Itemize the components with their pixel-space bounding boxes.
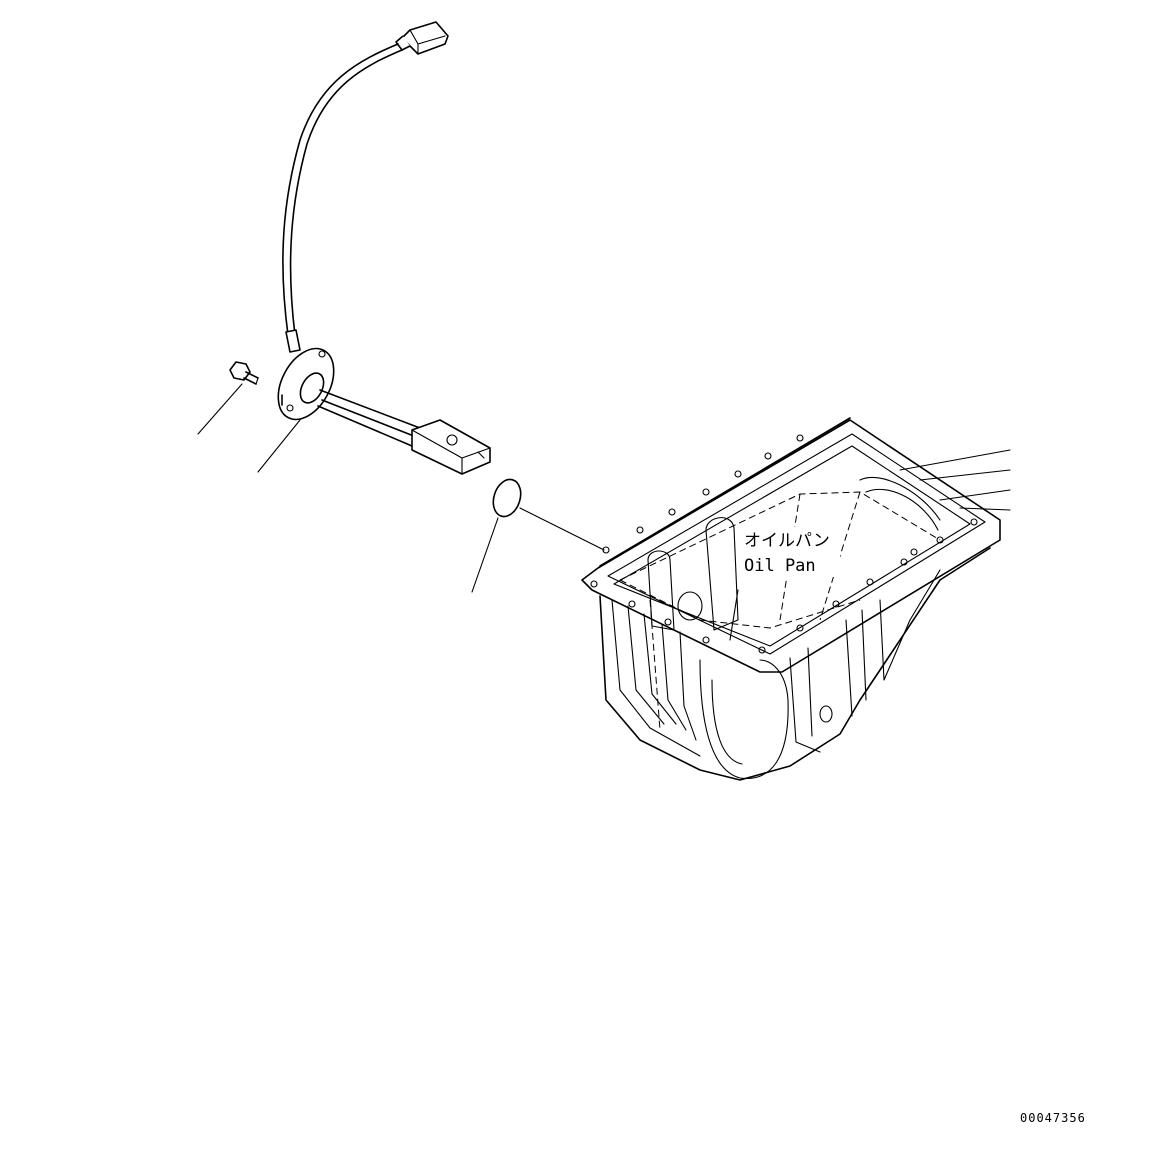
- mounting-bolt[interactable]: [229, 361, 259, 385]
- sensor-flange: [277, 347, 335, 421]
- drawing-number: 00047356: [1020, 1111, 1086, 1125]
- oil-pan-label-jp: オイルパン: [744, 531, 830, 551]
- oil-pan: [581, 417, 1011, 781]
- oil-pan-label-en: Oil Pan: [744, 556, 816, 576]
- oil-level-sensor[interactable]: [267, 21, 491, 475]
- o-ring[interactable]: [489, 476, 525, 520]
- sensor-wire: [282, 43, 403, 336]
- sensor-arm: [317, 389, 425, 447]
- sensor-float: [411, 419, 491, 475]
- leader-lines: [197, 383, 739, 641]
- flange-bolt-holes: [590, 434, 978, 654]
- wire-grommet: [285, 329, 301, 353]
- sensor-connector: [395, 21, 449, 55]
